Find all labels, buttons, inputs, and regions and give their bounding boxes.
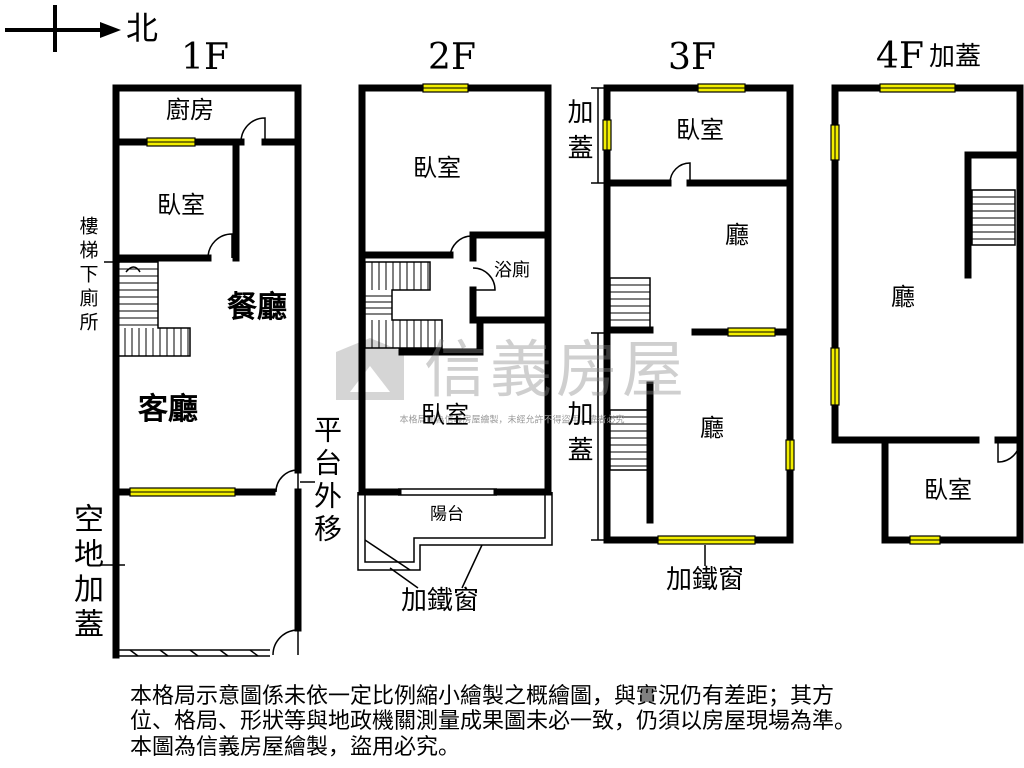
f2-balcony-outline bbox=[357, 492, 553, 571]
f3-iron-window-note: 加鐵窗 bbox=[665, 565, 745, 595]
f4-hall-label: 廳 bbox=[891, 283, 915, 311]
f4-outer-walls bbox=[831, 84, 1024, 444]
f1-yard-note: 空地加蓋 bbox=[68, 503, 103, 643]
floor-1-plan bbox=[100, 84, 315, 659]
f2-bathroom-walls bbox=[469, 231, 552, 324]
floor-4-plan bbox=[830, 83, 1024, 545]
watermark-brand: 信義房屋 bbox=[423, 333, 689, 406]
f1-stair-toilet-note: 樓梯下廁所 bbox=[76, 216, 99, 336]
f3-added-top-note: 加蓋 bbox=[563, 98, 593, 170]
f3-hall-lower-label: 廳 bbox=[700, 414, 724, 442]
watermark-notice: 本格局圖為信義房屋繪製，未經允許不得盜用，違者必究 bbox=[399, 415, 625, 426]
f2-outer-walls bbox=[358, 84, 552, 496]
floor-4-label: 4F bbox=[876, 36, 924, 77]
floor-4-added-tag: 加蓋 bbox=[928, 42, 982, 72]
f2-bathroom-label: 浴廁 bbox=[494, 260, 530, 281]
f3-lower-staircase bbox=[609, 409, 649, 471]
f4-bedroom-label: 臥室 bbox=[924, 476, 972, 504]
f4-left-window-lower bbox=[830, 347, 840, 406]
f2-iron-window-note: 加鐵窗 bbox=[400, 586, 480, 616]
floor-3-plan bbox=[591, 83, 795, 566]
f3-middle-window bbox=[727, 327, 776, 337]
f2-bathroom-door bbox=[472, 267, 496, 291]
f1-platform-door bbox=[275, 469, 299, 493]
f1-outer-walls bbox=[112, 84, 302, 659]
f3-bedroom-door bbox=[669, 162, 691, 184]
floor-2-label: 2F bbox=[428, 37, 476, 78]
f4-bedroom-window bbox=[909, 535, 941, 545]
f2-stair-walls bbox=[398, 316, 484, 356]
north-label: 北 bbox=[125, 9, 159, 47]
f4-bedroom-door bbox=[997, 439, 1021, 463]
f3-bedroom-label: 臥室 bbox=[676, 116, 724, 144]
f3-right-window bbox=[785, 439, 795, 471]
floor-2-plan bbox=[357, 83, 553, 589]
f2-iron-window-leaders bbox=[389, 544, 483, 589]
f2-hall-door bbox=[449, 235, 473, 259]
f2-bedroom-bottom-label: 臥室 bbox=[421, 401, 469, 429]
floor-1-label: 1F bbox=[181, 37, 229, 78]
f2-balcony-label: 陽台 bbox=[430, 504, 464, 525]
disclaimer-line-1: 本格局示意圖係未依一定比例縮小繪製之概繪圖，與實況仍有差距；其方 bbox=[130, 684, 835, 709]
f1-kitchen-label: 廚房 bbox=[166, 96, 214, 124]
f2-top-window bbox=[422, 83, 469, 93]
f1-bedroom-door bbox=[207, 233, 233, 259]
f3-left-window bbox=[602, 119, 612, 151]
f1-dining-label: 餐廳 bbox=[227, 290, 287, 325]
f1-bedroom-wall bbox=[112, 138, 240, 262]
f1-sliding-door-marks bbox=[129, 649, 259, 657]
north-arrow-icon bbox=[5, 5, 121, 52]
f1-bedroom-label: 臥室 bbox=[157, 191, 205, 219]
f3-top-window bbox=[697, 83, 746, 93]
f4-stair-walls bbox=[964, 151, 1024, 279]
floor-3-label: 3F bbox=[668, 37, 716, 78]
f2-staircase bbox=[364, 261, 443, 349]
f1-staircase bbox=[117, 261, 191, 357]
f1-living-label: 客廳 bbox=[138, 392, 198, 427]
f4-left-window-upper bbox=[830, 124, 840, 161]
f3-upper-staircase bbox=[609, 277, 651, 331]
f4-bedroom-walls bbox=[881, 436, 1024, 544]
f1-kitchen-window bbox=[146, 137, 196, 147]
disclaimer-line-2: 位、格局、形狀等與地政機關測量成果圖未必一致，仍須以房屋現場為準。 bbox=[130, 709, 857, 734]
f1-living-window bbox=[129, 487, 236, 497]
f1-sliding-door bbox=[116, 649, 270, 657]
f3-hall-upper-label: 廳 bbox=[725, 221, 749, 249]
f3-bottom-window bbox=[657, 535, 756, 545]
f4-staircase bbox=[971, 189, 1016, 246]
f3-added-top-dimension bbox=[591, 87, 605, 184]
f3-added-lower-note: 加蓋 bbox=[563, 400, 593, 472]
f4-top-window bbox=[879, 83, 956, 93]
f1-platform-note: 平台外移 bbox=[310, 415, 343, 547]
f1-yard-door bbox=[272, 629, 299, 656]
disclaimer-line-3: 本圖為信義房屋繪製，盜用必究。 bbox=[130, 735, 461, 760]
f2-sliding-door bbox=[398, 488, 497, 496]
f3-outer-walls bbox=[603, 84, 794, 544]
f2-bedroom-top-label: 臥室 bbox=[413, 154, 461, 182]
f3-added-lower-dimension bbox=[591, 332, 605, 541]
f1-kitchen-door bbox=[240, 117, 266, 143]
